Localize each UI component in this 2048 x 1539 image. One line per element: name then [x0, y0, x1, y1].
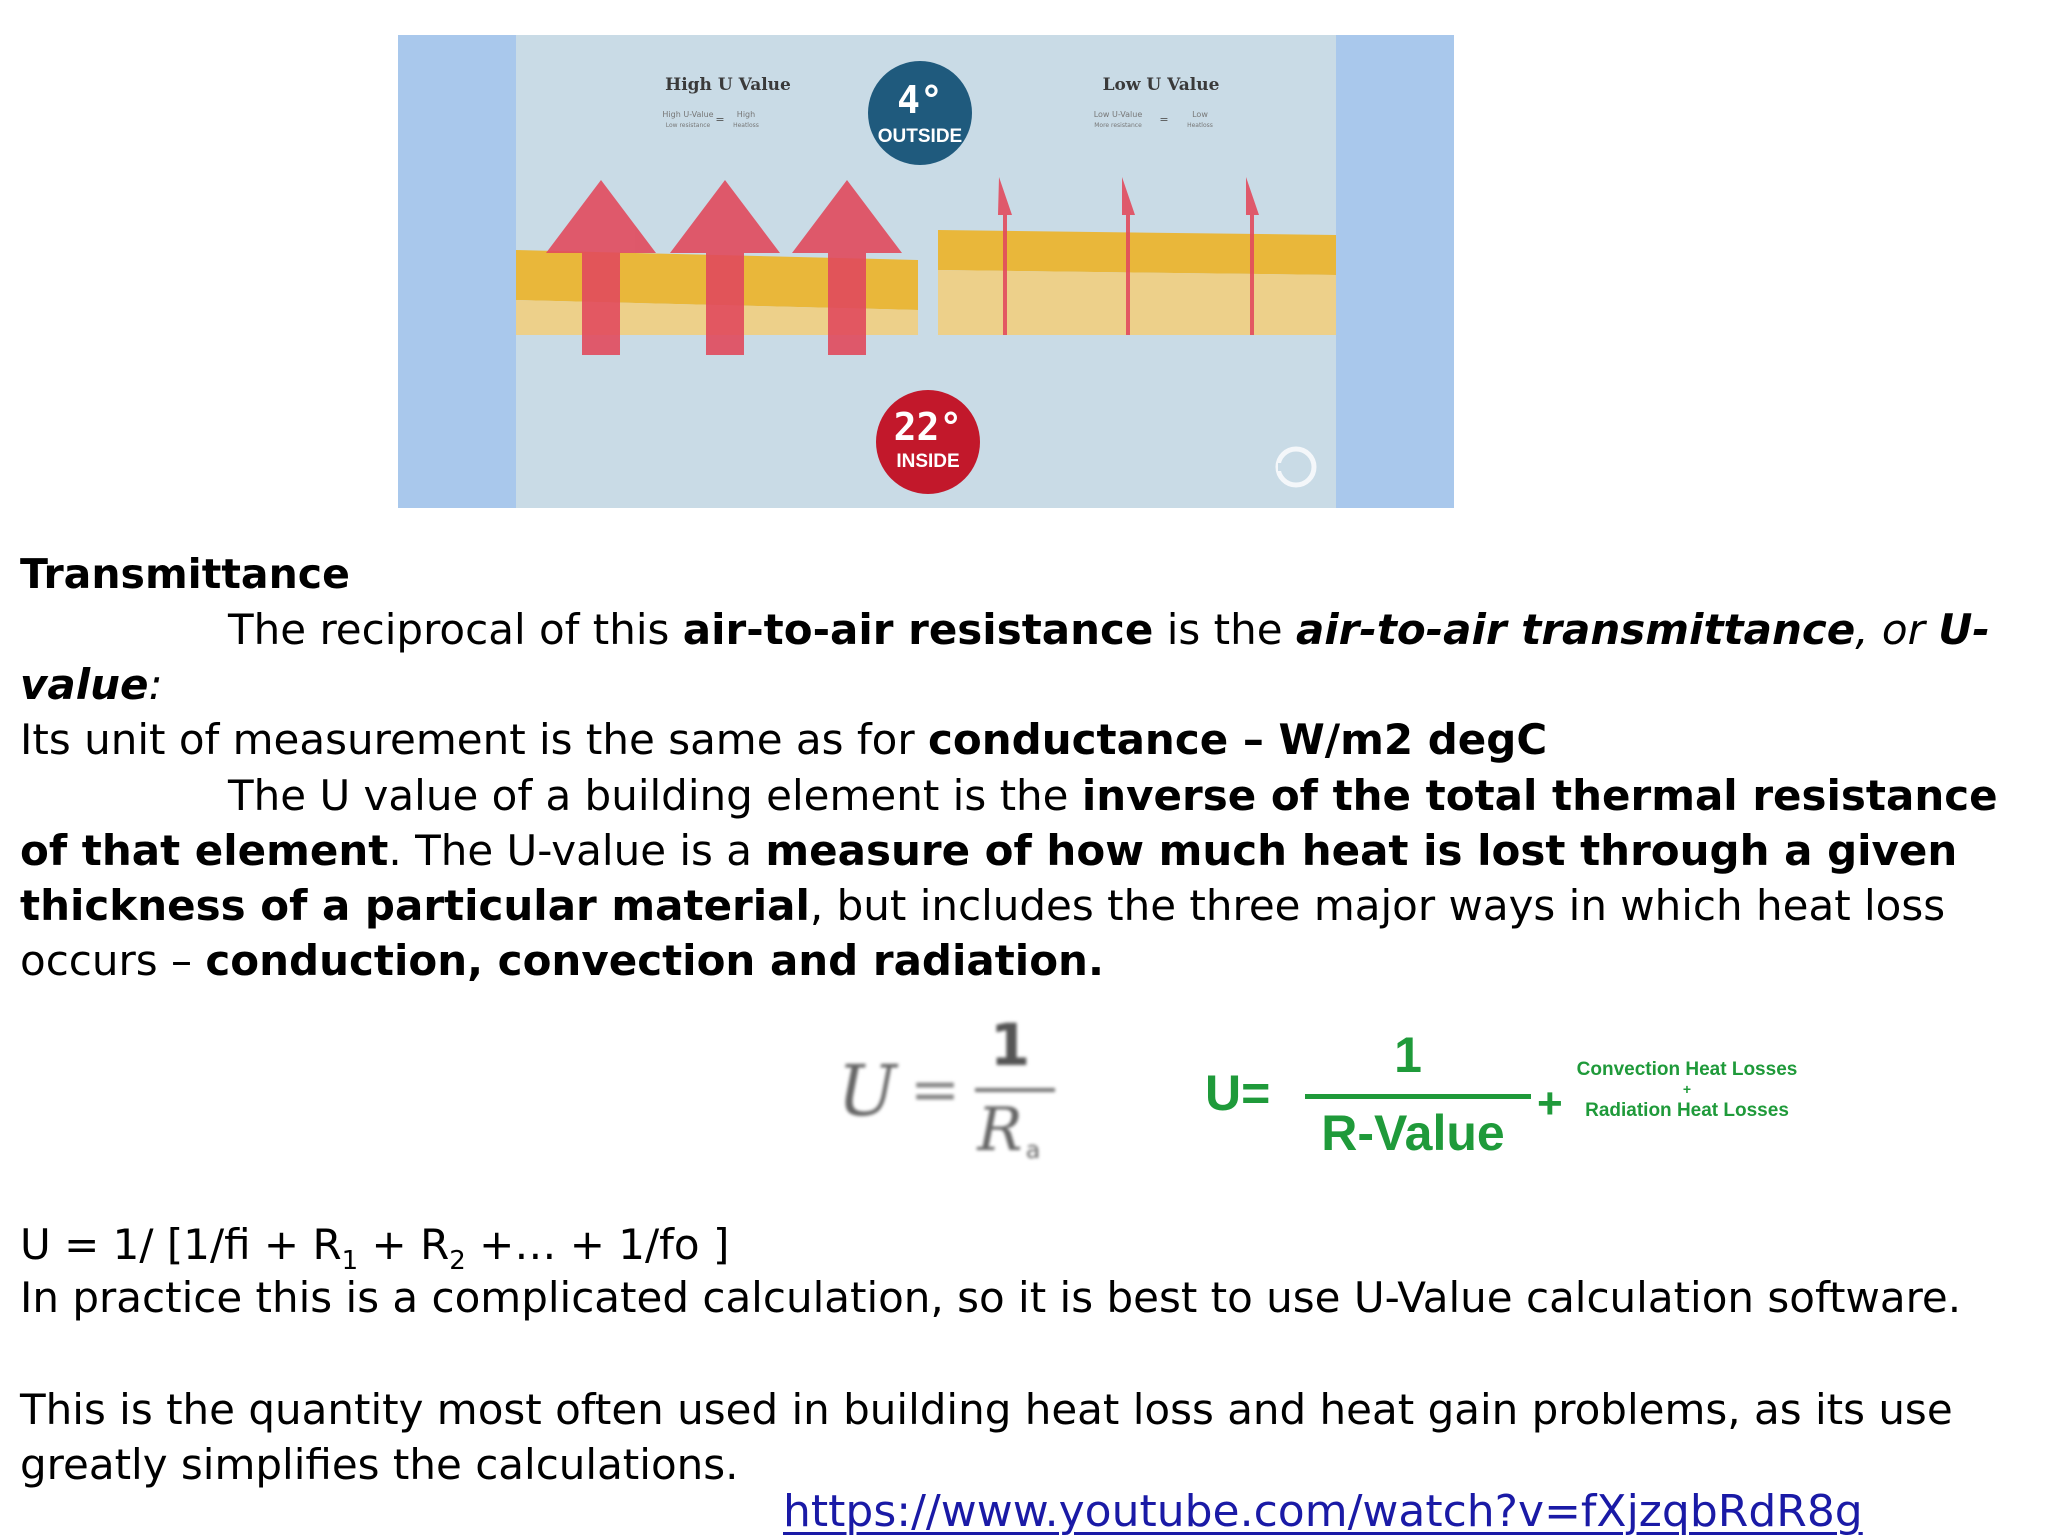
- svg-text:Heatloss: Heatloss: [1187, 122, 1213, 129]
- u-equals-one-over-r-equation: U = 1 R a: [838, 1011, 1055, 1165]
- paragraph-u-value: The U value of a building element is the…: [20, 771, 1998, 985]
- u-value-r-value-equation: U= 1 R-Value + Convection Heat Losses + …: [1205, 1027, 1798, 1160]
- svg-text:Convection Heat Losses: Convection Heat Losses: [1577, 1059, 1798, 1080]
- svg-text:R-Value: R-Value: [1321, 1105, 1504, 1160]
- svg-text:=: =: [715, 113, 724, 126]
- svg-text:1: 1: [1394, 1027, 1422, 1083]
- outside-badge: [868, 61, 972, 165]
- u-value-diagram: High U Value High U-Value Low resistance…: [398, 35, 1454, 508]
- svg-text:More resistance: More resistance: [1094, 122, 1142, 129]
- big-arrow-2: [670, 180, 780, 355]
- u-value-formula: U = 1/ [1/fi + R1 + R2 +… + 1/fo ]: [20, 1220, 730, 1276]
- high-u-label: High U Value: [665, 75, 791, 95]
- thin-arrow-3: [1246, 177, 1259, 335]
- inside-temp: 22°: [894, 405, 963, 449]
- right-layer-bottom: [938, 270, 1336, 335]
- right-layer-top: [938, 230, 1336, 275]
- inside-badge: [876, 390, 980, 494]
- svg-text:+: +: [1683, 1081, 1691, 1097]
- svg-text:=: =: [1159, 113, 1168, 126]
- svg-text:Heatloss: Heatloss: [733, 122, 759, 129]
- youtube-link[interactable]: https://www.youtube.com/watch?v=fXjzqbRd…: [783, 1486, 1863, 1537]
- svg-text:R: R: [976, 1095, 1022, 1165]
- svg-text:Low: Low: [1192, 110, 1208, 119]
- section-heading: Transmittance: [20, 550, 350, 598]
- svg-text:a: a: [1026, 1136, 1041, 1164]
- thin-arrow-1: [998, 177, 1012, 335]
- svg-text:U: U: [838, 1050, 899, 1132]
- svg-text:+: +: [1537, 1079, 1563, 1128]
- high-heatloss-arrows: [546, 180, 902, 355]
- svg-text:Radiation Heat Losses: Radiation Heat Losses: [1585, 1100, 1789, 1121]
- outside-temp: 4°: [897, 78, 943, 122]
- svg-text:1: 1: [990, 1011, 1030, 1079]
- watermark-logo-icon: [1275, 446, 1317, 488]
- outside-label: OUTSIDE: [878, 126, 962, 147]
- paragraph-quantity-use: This is the quantity most often used in …: [20, 1385, 1953, 1489]
- right-band: [1336, 35, 1454, 508]
- left-band: [398, 35, 516, 508]
- thin-arrow-2: [1122, 177, 1135, 335]
- inside-label: INSIDE: [896, 451, 959, 472]
- low-heatloss-arrows: [998, 177, 1259, 335]
- paragraph-transmittance: The reciprocal of this air-to-air resist…: [20, 605, 1990, 764]
- paragraph-calculation-software: In practice this is a complicated calcul…: [20, 1273, 1962, 1322]
- svg-text:High: High: [737, 110, 755, 119]
- svg-text:U=: U=: [1205, 1065, 1270, 1121]
- svg-text:Low resistance: Low resistance: [666, 122, 711, 129]
- svg-text:High U-Value: High U-Value: [662, 110, 713, 119]
- big-arrow-1: [546, 180, 656, 355]
- svg-text:Low U-Value: Low U-Value: [1094, 110, 1143, 119]
- big-arrow-3: [792, 180, 902, 355]
- low-u-label: Low U Value: [1103, 75, 1220, 95]
- svg-text:=: =: [910, 1055, 960, 1125]
